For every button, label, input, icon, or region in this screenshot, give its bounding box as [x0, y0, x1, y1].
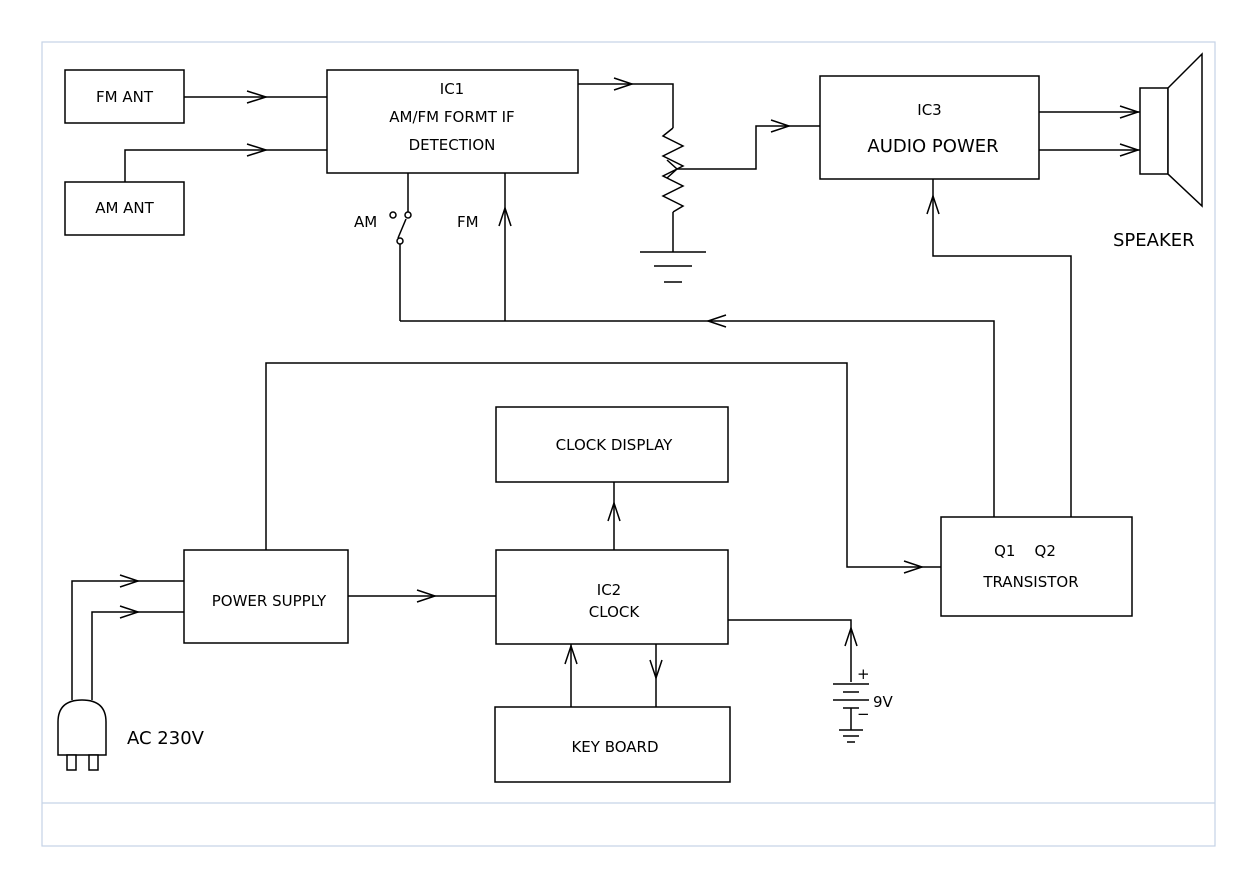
- am-ant-to-ic1-wire: [124, 143, 327, 182]
- fm-antenna-label: FM ANT: [96, 88, 154, 106]
- ac-plug-icon: [57, 699, 107, 771]
- clock-display-block: CLOCK DISPLAY: [495, 406, 729, 483]
- keyboard-block: KEY BOARD: [494, 706, 731, 783]
- am-antenna-block: AM ANT: [64, 181, 185, 236]
- power-to-ic2-wire: [348, 589, 496, 603]
- speaker-label: SPEAKER: [1113, 230, 1195, 251]
- ic3-to-speaker-wires: [1039, 105, 1141, 157]
- battery-plus-label: +: [857, 665, 870, 683]
- am-antenna-label: AM ANT: [95, 199, 154, 217]
- am-fm-switch: [389, 173, 412, 321]
- ic1-detection: DETECTION: [409, 136, 496, 154]
- ic2-to-keyboard-wire: [649, 644, 663, 707]
- keyboard-to-ic2-wire: [564, 643, 578, 707]
- ic2-block: IC2 CLOCK: [495, 549, 729, 645]
- power-to-transistor-wire: [265, 362, 941, 574]
- fm-switch-label: FM: [457, 213, 479, 231]
- ic3-function: AUDIO POWER: [867, 136, 998, 157]
- power-supply-block: POWER SUPPLY: [183, 549, 349, 644]
- battery-voltage-label: 9V: [873, 693, 894, 711]
- ic3-title: IC3: [917, 101, 941, 119]
- page-frame: [41, 41, 1216, 847]
- transistor-function: TRANSISTOR: [982, 573, 1078, 591]
- ac-input-wires: [71, 574, 184, 700]
- transistor-to-ic3-wire: [926, 179, 1072, 517]
- volume-potentiometer: [661, 127, 685, 252]
- volume-to-ic3-wire: [677, 119, 820, 170]
- volume-ground-icon: [640, 251, 706, 283]
- ic2-to-display-wire: [607, 482, 621, 550]
- ic2-function: CLOCK: [589, 603, 641, 621]
- ic1-to-volume-wire: [578, 77, 674, 128]
- ic1-title: IC1: [440, 80, 464, 98]
- battery-minus-label: −: [857, 705, 870, 723]
- battery-icon: [833, 683, 869, 743]
- power-supply-label: POWER SUPPLY: [212, 592, 327, 610]
- fm-ant-to-ic1-wire: [184, 90, 327, 104]
- transistor-title: Q1 Q2: [994, 542, 1056, 560]
- ic2-title: IC2: [597, 581, 621, 599]
- ic1-function: AM/FM FORMT IF: [389, 108, 514, 126]
- keyboard-label: KEY BOARD: [571, 738, 658, 756]
- ac-input-label: AC 230V: [127, 728, 205, 749]
- am-switch-label: AM: [354, 213, 377, 231]
- transistor-block: Q1 Q2 TRANSISTOR: [940, 516, 1133, 617]
- transistor-to-ic1-rail: [400, 173, 995, 517]
- ic2-to-battery-wire: [728, 619, 858, 682]
- ic1-block: IC1 AM/FM FORMT IF DETECTION: [326, 69, 579, 174]
- fm-antenna-block: FM ANT: [64, 69, 185, 124]
- ic3-block: IC3 AUDIO POWER: [819, 75, 1040, 180]
- clock-display-label: CLOCK DISPLAY: [556, 436, 674, 454]
- speaker-icon: [1139, 52, 1203, 208]
